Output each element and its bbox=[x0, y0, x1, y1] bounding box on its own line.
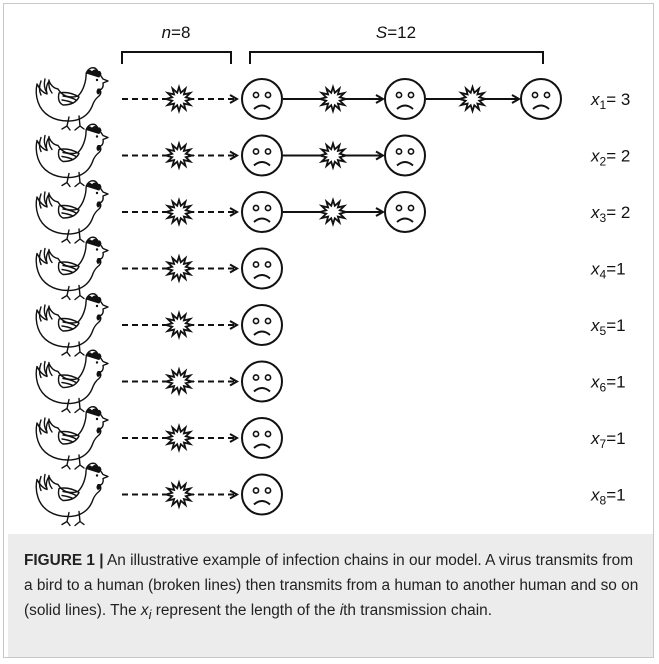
sad-face-icon bbox=[241, 473, 283, 516]
starburst-icon bbox=[162, 479, 196, 510]
chicken-icon bbox=[35, 236, 109, 301]
starburst-icon bbox=[162, 366, 196, 397]
caption-text-part1: An illustrative example of infection cha… bbox=[24, 552, 639, 619]
starburst-icon bbox=[316, 83, 350, 115]
sad-face-icon bbox=[520, 78, 562, 120]
chicken-icon bbox=[35, 462, 109, 527]
chain-length-label: x1= 3 bbox=[590, 90, 630, 112]
chain-length-label: x2= 2 bbox=[590, 147, 630, 169]
sad-face-icon bbox=[241, 247, 283, 290]
chain-length-label: x3= 2 bbox=[590, 203, 630, 225]
bracket-n-label: n=8 bbox=[162, 23, 191, 42]
sad-face-icon bbox=[241, 417, 283, 459]
chicken-icon bbox=[35, 293, 109, 357]
starburst-icon bbox=[456, 83, 489, 115]
caption-label: FIGURE 1 | bbox=[24, 552, 104, 569]
chicken-icon bbox=[35, 406, 109, 470]
chain-length-label: x7=1 bbox=[590, 429, 626, 451]
sad-face-icon bbox=[384, 191, 426, 233]
chicken-icon bbox=[35, 123, 109, 188]
chain-length-label: x5=1 bbox=[590, 316, 626, 338]
starburst-icon bbox=[162, 309, 196, 341]
sad-face-icon bbox=[384, 78, 426, 120]
figure-frame: n=8 S=12 x1= 3 x2= 2 x3= 2 x4=1 x5=1 x6=1 x7=1 x8… bbox=[3, 3, 654, 658]
sad-face-icon bbox=[241, 360, 283, 403]
caption-variable-subscript: i bbox=[148, 607, 152, 623]
caption-text-part2: represent the length of the bbox=[151, 602, 340, 619]
caption-index: i bbox=[339, 602, 344, 619]
chicken-icon bbox=[35, 180, 109, 244]
bracket-s-label: S=12 bbox=[376, 23, 416, 42]
sad-face-icon bbox=[241, 191, 283, 233]
starburst-icon bbox=[316, 196, 350, 228]
sad-face-icon bbox=[241, 304, 283, 346]
sad-face-icon bbox=[384, 134, 426, 177]
bracket-n bbox=[121, 51, 232, 64]
starburst-icon bbox=[162, 83, 196, 115]
chicken-icon bbox=[35, 67, 109, 131]
caption-panel: FIGURE 1 | An illustrative example of in… bbox=[8, 534, 653, 657]
caption-text-part3: th transmission chain. bbox=[343, 602, 492, 619]
chain-length-label: x8=1 bbox=[590, 486, 626, 508]
chain-length-label: x4=1 bbox=[590, 260, 626, 282]
sad-face-icon bbox=[241, 134, 283, 177]
starburst-icon bbox=[162, 422, 196, 454]
bracket-s bbox=[249, 51, 544, 64]
starburst-icon bbox=[162, 140, 196, 171]
starburst-icon bbox=[162, 253, 196, 284]
starburst-icon bbox=[162, 196, 196, 228]
starburst-icon bbox=[316, 140, 350, 171]
caption-variable: x bbox=[140, 602, 149, 619]
infection-chain-diagram: n=8 S=12 x1= 3 x2= 2 x3= 2 x4=1 x5=1 x6=1 x7=1 x8… bbox=[35, 23, 630, 527]
figure-caption: FIGURE 1 | An illustrative example of in… bbox=[24, 548, 639, 627]
chicken-icon bbox=[35, 349, 109, 414]
sad-face-icon bbox=[241, 78, 283, 120]
chain-length-label: x6=1 bbox=[590, 373, 626, 395]
